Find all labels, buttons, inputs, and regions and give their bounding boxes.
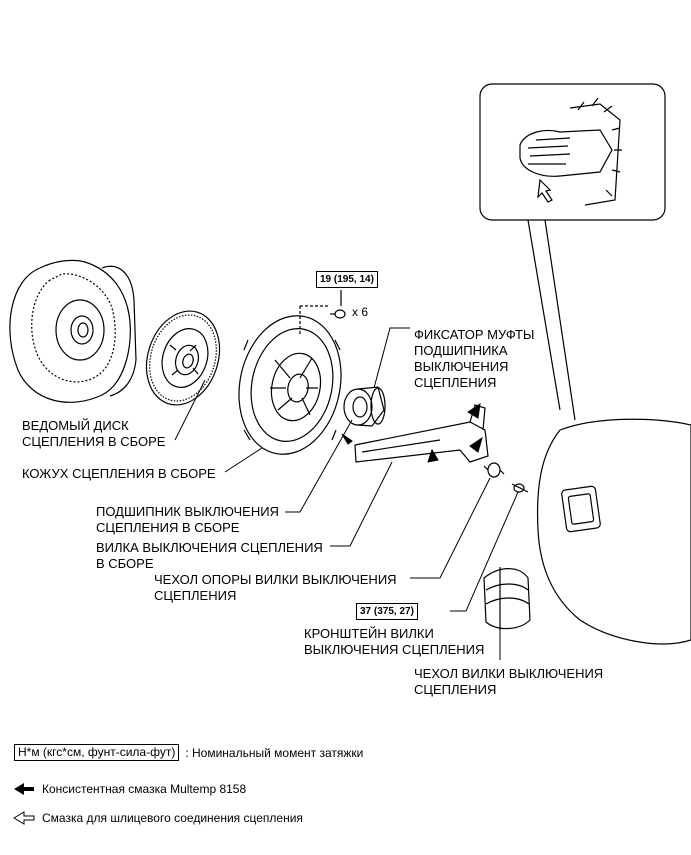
legend-grease: Консистентная смазка Multemp 8158 <box>42 782 247 796</box>
label-bearing-retainer: ФИКСАТОР МУФТЫ ПОДШИПНИКА ВЫКЛЮЧЕНИЯ СЦЕ… <box>414 327 535 390</box>
label-clutch-cover: КОЖУХ СЦЕПЛЕНИЯ В СБОРЕ <box>22 466 216 481</box>
legend-torque: Н*м (кгс*см, фунт-сила-фут) : Номинальны… <box>14 744 363 761</box>
fork-support-boot-drawing <box>483 462 505 478</box>
legend-icons <box>13 783 35 825</box>
cover-bolt-drawing <box>299 290 346 335</box>
legend-torque-units: Н*м (кгс*см, фунт-сила-фут) <box>14 744 180 761</box>
label-fork-boot: ЧЕХОЛ ВИЛКИ ВЫКЛЮЧЕНИЯ СЦЕПЛЕНИЯ <box>414 666 604 697</box>
grease-arrow-icon <box>467 402 481 419</box>
leader-lines <box>174 327 519 660</box>
release-fork-drawing <box>354 404 489 463</box>
grease-arrow-icon <box>427 448 439 463</box>
clutch-disc-drawing <box>145 310 221 406</box>
solid-arrow-icon <box>14 783 34 795</box>
flywheel-drawing <box>9 259 137 403</box>
grease-arrow-icon <box>341 433 353 445</box>
bolt-quantity: x 6 <box>352 305 369 319</box>
clutch-cover-drawing <box>238 315 342 455</box>
legend-spline-grease: Смазка для шлицевого соединения сцеплени… <box>42 811 303 825</box>
release-bearing-drawing <box>343 386 386 427</box>
torque-box-fork-bracket: 37 (375, 27) <box>356 603 418 620</box>
label-fork-support-boot: ЧЕХОЛ ОПОРЫ ВИЛКИ ВЫКЛЮЧЕНИЯ СЦЕПЛЕНИЯ <box>154 572 397 603</box>
fork-boot-drawing <box>483 567 531 630</box>
grease-arrows <box>341 402 483 463</box>
spline-detail-callout <box>479 83 666 421</box>
label-release-fork: ВИЛКА ВЫКЛЮЧЕНИЯ СЦЕПЛЕНИЯ В СБОРЕ <box>96 540 323 571</box>
torque-box-cover-bolts: 19 (195, 14) <box>316 271 378 288</box>
outline-arrow-icon <box>13 811 35 825</box>
fork-bracket-drawing <box>511 483 529 493</box>
grease-arrow-icon <box>469 436 483 453</box>
label-release-bearing: ПОДШИПНИК ВЫКЛЮЧЕНИЯ СЦЕПЛЕНИЯ В СБОРЕ <box>96 504 279 535</box>
label-clutch-disc: ВЕДОМЫЙ ДИСК СЦЕПЛЕНИЯ В СБОРЕ <box>22 418 166 449</box>
outline-arrow-icon <box>537 178 553 203</box>
transmission-housing-drawing <box>536 418 691 645</box>
label-fork-bracket: КРОНШТЕЙН ВИЛКИ ВЫКЛЮЧЕНИЯ СЦЕПЛЕНИЯ <box>304 626 485 657</box>
spline-grease-arrow <box>537 178 553 203</box>
legend-torque-desc: : Номинальный момент затяжки <box>185 745 364 760</box>
